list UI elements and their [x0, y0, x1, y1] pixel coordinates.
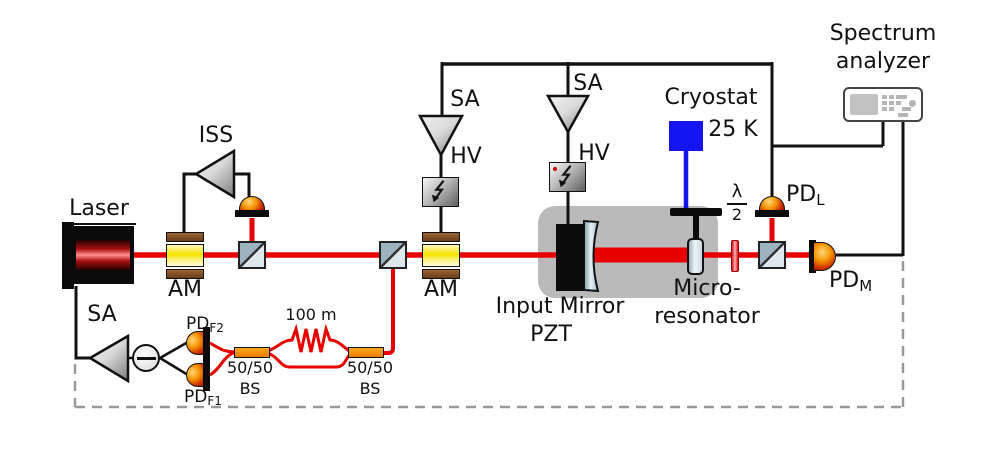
spectrum-analyzer-label: Spectrum analyzer [829, 21, 937, 75]
am1-label: AM [167, 277, 203, 302]
sa2-label: SA [573, 71, 603, 96]
fiber-short-arm [267, 351, 353, 369]
hv2-indicator-dot [553, 167, 557, 171]
wire-subtractor-pdf2 [159, 340, 189, 360]
analyzer-button [896, 101, 901, 105]
input-mirror-pzt-block [556, 224, 584, 291]
lightning-icon [558, 165, 572, 188]
analyzer-button [902, 107, 911, 111]
laser-gain-medium [76, 240, 130, 270]
sa-amplifier-laser [87, 333, 130, 384]
am2-crystal [422, 244, 460, 267]
analyzer-button [882, 107, 887, 111]
analyzer-button [889, 95, 894, 99]
analyzer-button [896, 95, 907, 99]
hv2-label: HV [578, 141, 610, 166]
lightning-icon [431, 180, 445, 203]
am2-electrode-top [422, 232, 460, 242]
beamsplitter-cube-2 [379, 241, 407, 269]
pdl-label: PDL [786, 182, 825, 209]
am2-electrode-bottom [422, 269, 460, 279]
spectrum-analyzer-device [843, 87, 923, 122]
waveplate-label: λ 2 [725, 182, 749, 224]
am1-crystal [166, 244, 204, 267]
analyzer-button [889, 107, 894, 111]
pdf1-label: PDF1 [184, 387, 222, 408]
laser-label: Laser [62, 196, 136, 225]
resonator-mount-stem [693, 214, 699, 241]
analyzer-button [898, 113, 908, 117]
fiber-coupler-1 [234, 347, 270, 358]
analyzer-knob [909, 100, 916, 107]
photodiode-f1-dome [186, 363, 205, 387]
microresonator-label: Micro- resonator [654, 276, 760, 330]
temperature-label: 25 K [708, 117, 758, 142]
beamsplitter-cube-1 [238, 241, 266, 269]
photodiode-m-dome [814, 242, 836, 271]
am1-electrode-top [166, 232, 204, 242]
minus-sign [136, 356, 156, 360]
resonator-mount-bar [670, 208, 722, 216]
subtractor [132, 344, 160, 372]
wire-laser-to-sa [74, 286, 91, 360]
laser-back-cap [62, 222, 74, 289]
photodiode-f2-base [203, 327, 210, 359]
sa1-label: SA [450, 87, 480, 112]
wire-pd-to-iss [234, 172, 251, 197]
fiber-delay-coil [267, 323, 352, 354]
am1-electrode-bottom [166, 269, 204, 279]
hv1-label: HV [450, 144, 482, 169]
analyzer-button [882, 101, 887, 105]
microresonator-element [687, 238, 704, 275]
input-mirror-label: Input Mirror [495, 294, 625, 319]
fraction-bar [727, 202, 747, 206]
coupler1-label: 50/50 BS [226, 358, 274, 399]
half-waveplate [731, 240, 739, 272]
beam-bs2-to-fiber [383, 268, 395, 355]
signal-wires [74, 62, 905, 377]
sa-amplifier-1 [417, 114, 465, 158]
dashed-enclosure [73, 260, 905, 409]
fiber-delay-label: 100 m [285, 305, 337, 324]
iss-label: ISS [198, 123, 234, 148]
photodiode-l-base [755, 210, 789, 217]
photodiode-f1-base [203, 359, 210, 391]
wire-iss-to-am1 [182, 172, 196, 233]
coupler2-label: 50/50 BS [346, 358, 394, 399]
input-mirror-curved-face [583, 219, 600, 293]
cryostat-cold-head [669, 121, 703, 151]
pzt-label: PZT [530, 322, 572, 347]
analyzer-button [889, 101, 894, 105]
am2-label: AM [423, 277, 459, 302]
fiber-coupler-2 [348, 347, 384, 358]
analyzer-screen [850, 94, 878, 115]
wire-subtractor-pdf1 [159, 356, 189, 377]
iss-amplifier [193, 148, 236, 200]
sa-laser-label: SA [87, 302, 117, 327]
photodiode-f2-dome [186, 331, 205, 355]
sa-amplifier-2 [545, 94, 591, 135]
hv-amplifier-1 [422, 177, 459, 207]
analyzer-button [882, 95, 887, 99]
pdm-label: PDM [829, 268, 873, 295]
iss-photodiode-base [235, 210, 269, 217]
photodiode-m-base [809, 240, 816, 273]
cryostat-label: Cryostat [664, 85, 758, 110]
hv-amplifier-2 [549, 162, 586, 192]
beamsplitter-cube-3 [758, 241, 786, 269]
